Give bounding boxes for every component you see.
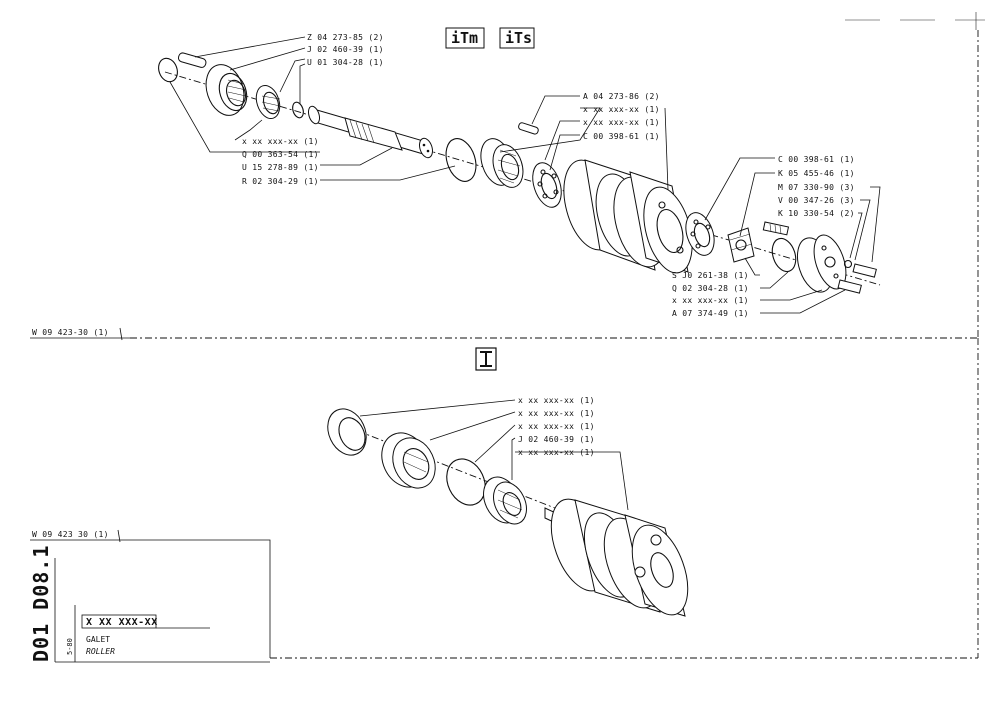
seal-ring-lower-1 bbox=[327, 408, 367, 456]
callout-label: C 00 398-61 (1) bbox=[583, 132, 660, 141]
callout-label: K 05 455-46 (1) bbox=[778, 169, 855, 178]
o-ring-small bbox=[292, 101, 304, 119]
ref-bracket-lower bbox=[117, 529, 121, 543]
callout-label: x xx xxx-xx (1) bbox=[583, 105, 660, 114]
screw-upper-1 bbox=[762, 221, 790, 236]
bolt-upper-1 bbox=[852, 263, 877, 278]
callout-label: x xx xxx-xx (1) bbox=[518, 409, 595, 418]
callout-label: Q 00 363-54 (1) bbox=[242, 150, 319, 159]
end-cap bbox=[796, 234, 847, 293]
callout-label: x xx xxx-xx (1) bbox=[518, 422, 595, 431]
lower-leader-lines bbox=[359, 399, 629, 511]
upper-assembly-reference: W 09 423-30 (1) bbox=[32, 328, 109, 337]
o-ring-large-upper bbox=[445, 138, 477, 182]
seal-ring-lower-2 bbox=[381, 432, 436, 489]
callout-label: K 10 330-54 (2) bbox=[778, 209, 855, 218]
callout-label: J 02 460-39 (1) bbox=[518, 435, 595, 444]
ball-bearing-2 bbox=[685, 212, 715, 256]
title-block: D01 D08.1 X XX XXX-XX 5-80 GALET ROLLER bbox=[29, 545, 270, 663]
seal-housing-center bbox=[480, 138, 524, 188]
brand-logo-its-text: iTs bbox=[505, 29, 532, 47]
seal-ring-upper bbox=[255, 84, 281, 120]
bolt-upper-2 bbox=[837, 279, 862, 294]
callout-label: x xx xxx-xx (1) bbox=[518, 396, 595, 405]
callout-label: Q 02 304-28 (1) bbox=[672, 284, 749, 293]
callout-label: C 00 398-61 (1) bbox=[778, 155, 855, 164]
o-ring-right bbox=[771, 237, 797, 273]
upper-leader-lines bbox=[169, 36, 881, 314]
sheet-code: D01 D08.1 bbox=[29, 545, 53, 662]
callout-label: U 01 304-28 (1) bbox=[307, 58, 384, 67]
o-ring-large-lower bbox=[446, 458, 486, 506]
callout-label: A 04 273-86 (2) bbox=[583, 92, 660, 101]
seal-housing-lower bbox=[483, 476, 527, 525]
lower-callouts: x xx xxx-xx (1) x xx xxx-xx (1) x xx xxx… bbox=[518, 396, 595, 457]
part-name-fr: GALET bbox=[86, 635, 110, 644]
bearing-housing-left bbox=[205, 64, 248, 116]
o-ring-left bbox=[158, 57, 178, 83]
pin-upper-left bbox=[177, 52, 207, 68]
roller-body-upper bbox=[563, 159, 693, 274]
ball-bearing-1 bbox=[532, 162, 562, 208]
ref-bracket-upper bbox=[119, 327, 123, 341]
brand-logo-itm-text: iTm bbox=[451, 29, 478, 47]
lower-assembly-reference: W 09 423 30 (1) bbox=[32, 530, 109, 539]
callout-label: U 15 278-89 (1) bbox=[242, 163, 319, 172]
upper-callouts: Z 04 273-85 (2) J 02 460-39 (1) U 01 304… bbox=[242, 33, 855, 318]
brand-logo-itm bbox=[445, 27, 485, 49]
callout-label: x xx xxx-xx (1) bbox=[583, 118, 660, 127]
callout-label: R 02 304-29 (1) bbox=[242, 177, 319, 186]
brand-logos: iTm iTs bbox=[445, 27, 535, 49]
part-name-en: ROLLER bbox=[86, 647, 115, 656]
callout-label: x xx xxx-xx (1) bbox=[672, 296, 749, 305]
part-number: X XX XXX-XX bbox=[86, 617, 158, 628]
ref-line-lower bbox=[30, 539, 271, 658]
callout-label: M 07 330-90 (3) bbox=[778, 183, 855, 192]
pin-upper-center bbox=[518, 122, 539, 135]
shaft bbox=[307, 105, 433, 159]
section-logo bbox=[475, 347, 497, 371]
callout-label: x xx xxx-xx (1) bbox=[518, 448, 595, 457]
drawing-date: 5-80 bbox=[66, 638, 74, 655]
corner-crop-mark bbox=[845, 12, 985, 30]
brand-logo-its bbox=[499, 27, 535, 49]
callout-label: x xx xxx-xx (1) bbox=[242, 137, 319, 146]
part-number-box bbox=[81, 614, 157, 629]
callout-label: V 00 347-26 (3) bbox=[778, 196, 855, 205]
callout-label: S J0 261-38 (1) bbox=[672, 271, 749, 280]
callout-label: A 07 374-49 (1) bbox=[672, 309, 749, 318]
callout-label: Z 04 273-85 (2) bbox=[307, 33, 384, 42]
roller-assembled-lower bbox=[544, 498, 689, 617]
callout-label: J 02 460-39 (1) bbox=[307, 45, 384, 54]
washer bbox=[843, 259, 853, 269]
